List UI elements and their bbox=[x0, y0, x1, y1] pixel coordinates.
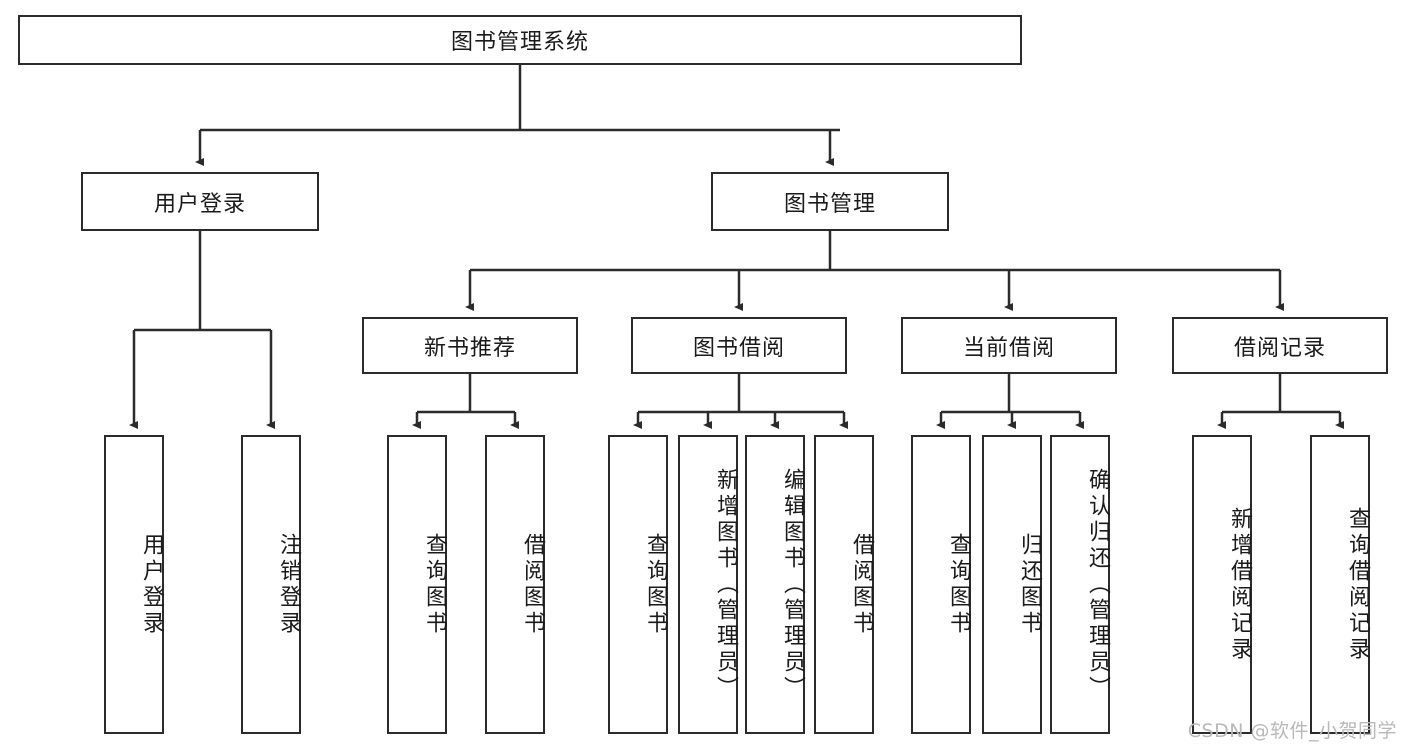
node-borrow-record-label: 借阅记录 bbox=[1233, 335, 1326, 361]
node-leaf-confirm-return-label: 确认归还（管理员） bbox=[1085, 467, 1110, 702]
node-current-borrow-label: 当前借阅 bbox=[962, 335, 1055, 361]
node-leaf-borrow-book[interactable]: 借阅图书 bbox=[814, 435, 874, 734]
node-book-manage[interactable]: 图书管理 bbox=[711, 172, 949, 231]
node-leaf-borrow-book-rec-label: 借阅图书 bbox=[520, 532, 545, 637]
node-new-book-rec[interactable]: 新书推荐 bbox=[362, 317, 578, 374]
node-leaf-add-book[interactable]: 新增图书（管理员） bbox=[678, 435, 738, 734]
node-leaf-query-book-borrow[interactable]: 查询图书 bbox=[608, 435, 668, 734]
node-leaf-add-book-label: 新增图书（管理员） bbox=[713, 467, 738, 702]
node-leaf-query-record-label: 查询借阅记录 bbox=[1345, 506, 1370, 663]
node-borrow-record[interactable]: 借阅记录 bbox=[1172, 317, 1388, 374]
node-leaf-return-book[interactable]: 归还图书 bbox=[982, 435, 1042, 734]
node-leaf-user-login-label: 用户登录 bbox=[139, 532, 164, 637]
node-current-borrow[interactable]: 当前借阅 bbox=[901, 317, 1117, 374]
node-leaf-borrow-book-label: 借阅图书 bbox=[849, 532, 874, 637]
node-book-manage-label: 图书管理 bbox=[783, 191, 876, 217]
node-new-book-rec-label: 新书推荐 bbox=[423, 335, 516, 361]
node-leaf-query-record[interactable]: 查询借阅记录 bbox=[1310, 435, 1370, 734]
node-user-login[interactable]: 用户登录 bbox=[81, 172, 319, 231]
node-leaf-return-book-label: 归还图书 bbox=[1017, 532, 1042, 637]
node-root-label: 图书管理系统 bbox=[450, 30, 589, 55]
node-leaf-add-record[interactable]: 新增借阅记录 bbox=[1192, 435, 1252, 734]
node-leaf-confirm-return[interactable]: 确认归还（管理员） bbox=[1050, 435, 1110, 734]
node-leaf-query-book-cur[interactable]: 查询图书 bbox=[911, 435, 971, 734]
node-root[interactable]: 图书管理系统 bbox=[18, 15, 1022, 65]
node-leaf-borrow-book-rec[interactable]: 借阅图书 bbox=[485, 435, 545, 734]
node-leaf-edit-book-label: 编辑图书（管理员） bbox=[780, 467, 805, 702]
node-leaf-user-logout-label: 注销登录 bbox=[276, 532, 301, 637]
node-leaf-user-login[interactable]: 用户登录 bbox=[104, 435, 164, 734]
node-leaf-user-logout[interactable]: 注销登录 bbox=[241, 435, 301, 734]
node-leaf-add-record-label: 新增借阅记录 bbox=[1227, 506, 1252, 663]
node-book-borrow-label: 图书借阅 bbox=[692, 335, 785, 361]
node-leaf-query-book-cur-label: 查询图书 bbox=[946, 532, 971, 637]
node-leaf-edit-book[interactable]: 编辑图书（管理员） bbox=[745, 435, 805, 734]
node-leaf-query-book-rec[interactable]: 查询图书 bbox=[387, 435, 447, 734]
node-leaf-query-book-rec-label: 查询图书 bbox=[422, 532, 447, 637]
node-book-borrow[interactable]: 图书借阅 bbox=[631, 317, 847, 374]
watermark-text: CSDN @软件_小贺同学 bbox=[1187, 720, 1397, 742]
node-leaf-query-book-borrow-label: 查询图书 bbox=[643, 532, 668, 637]
node-user-login-label: 用户登录 bbox=[153, 191, 246, 217]
